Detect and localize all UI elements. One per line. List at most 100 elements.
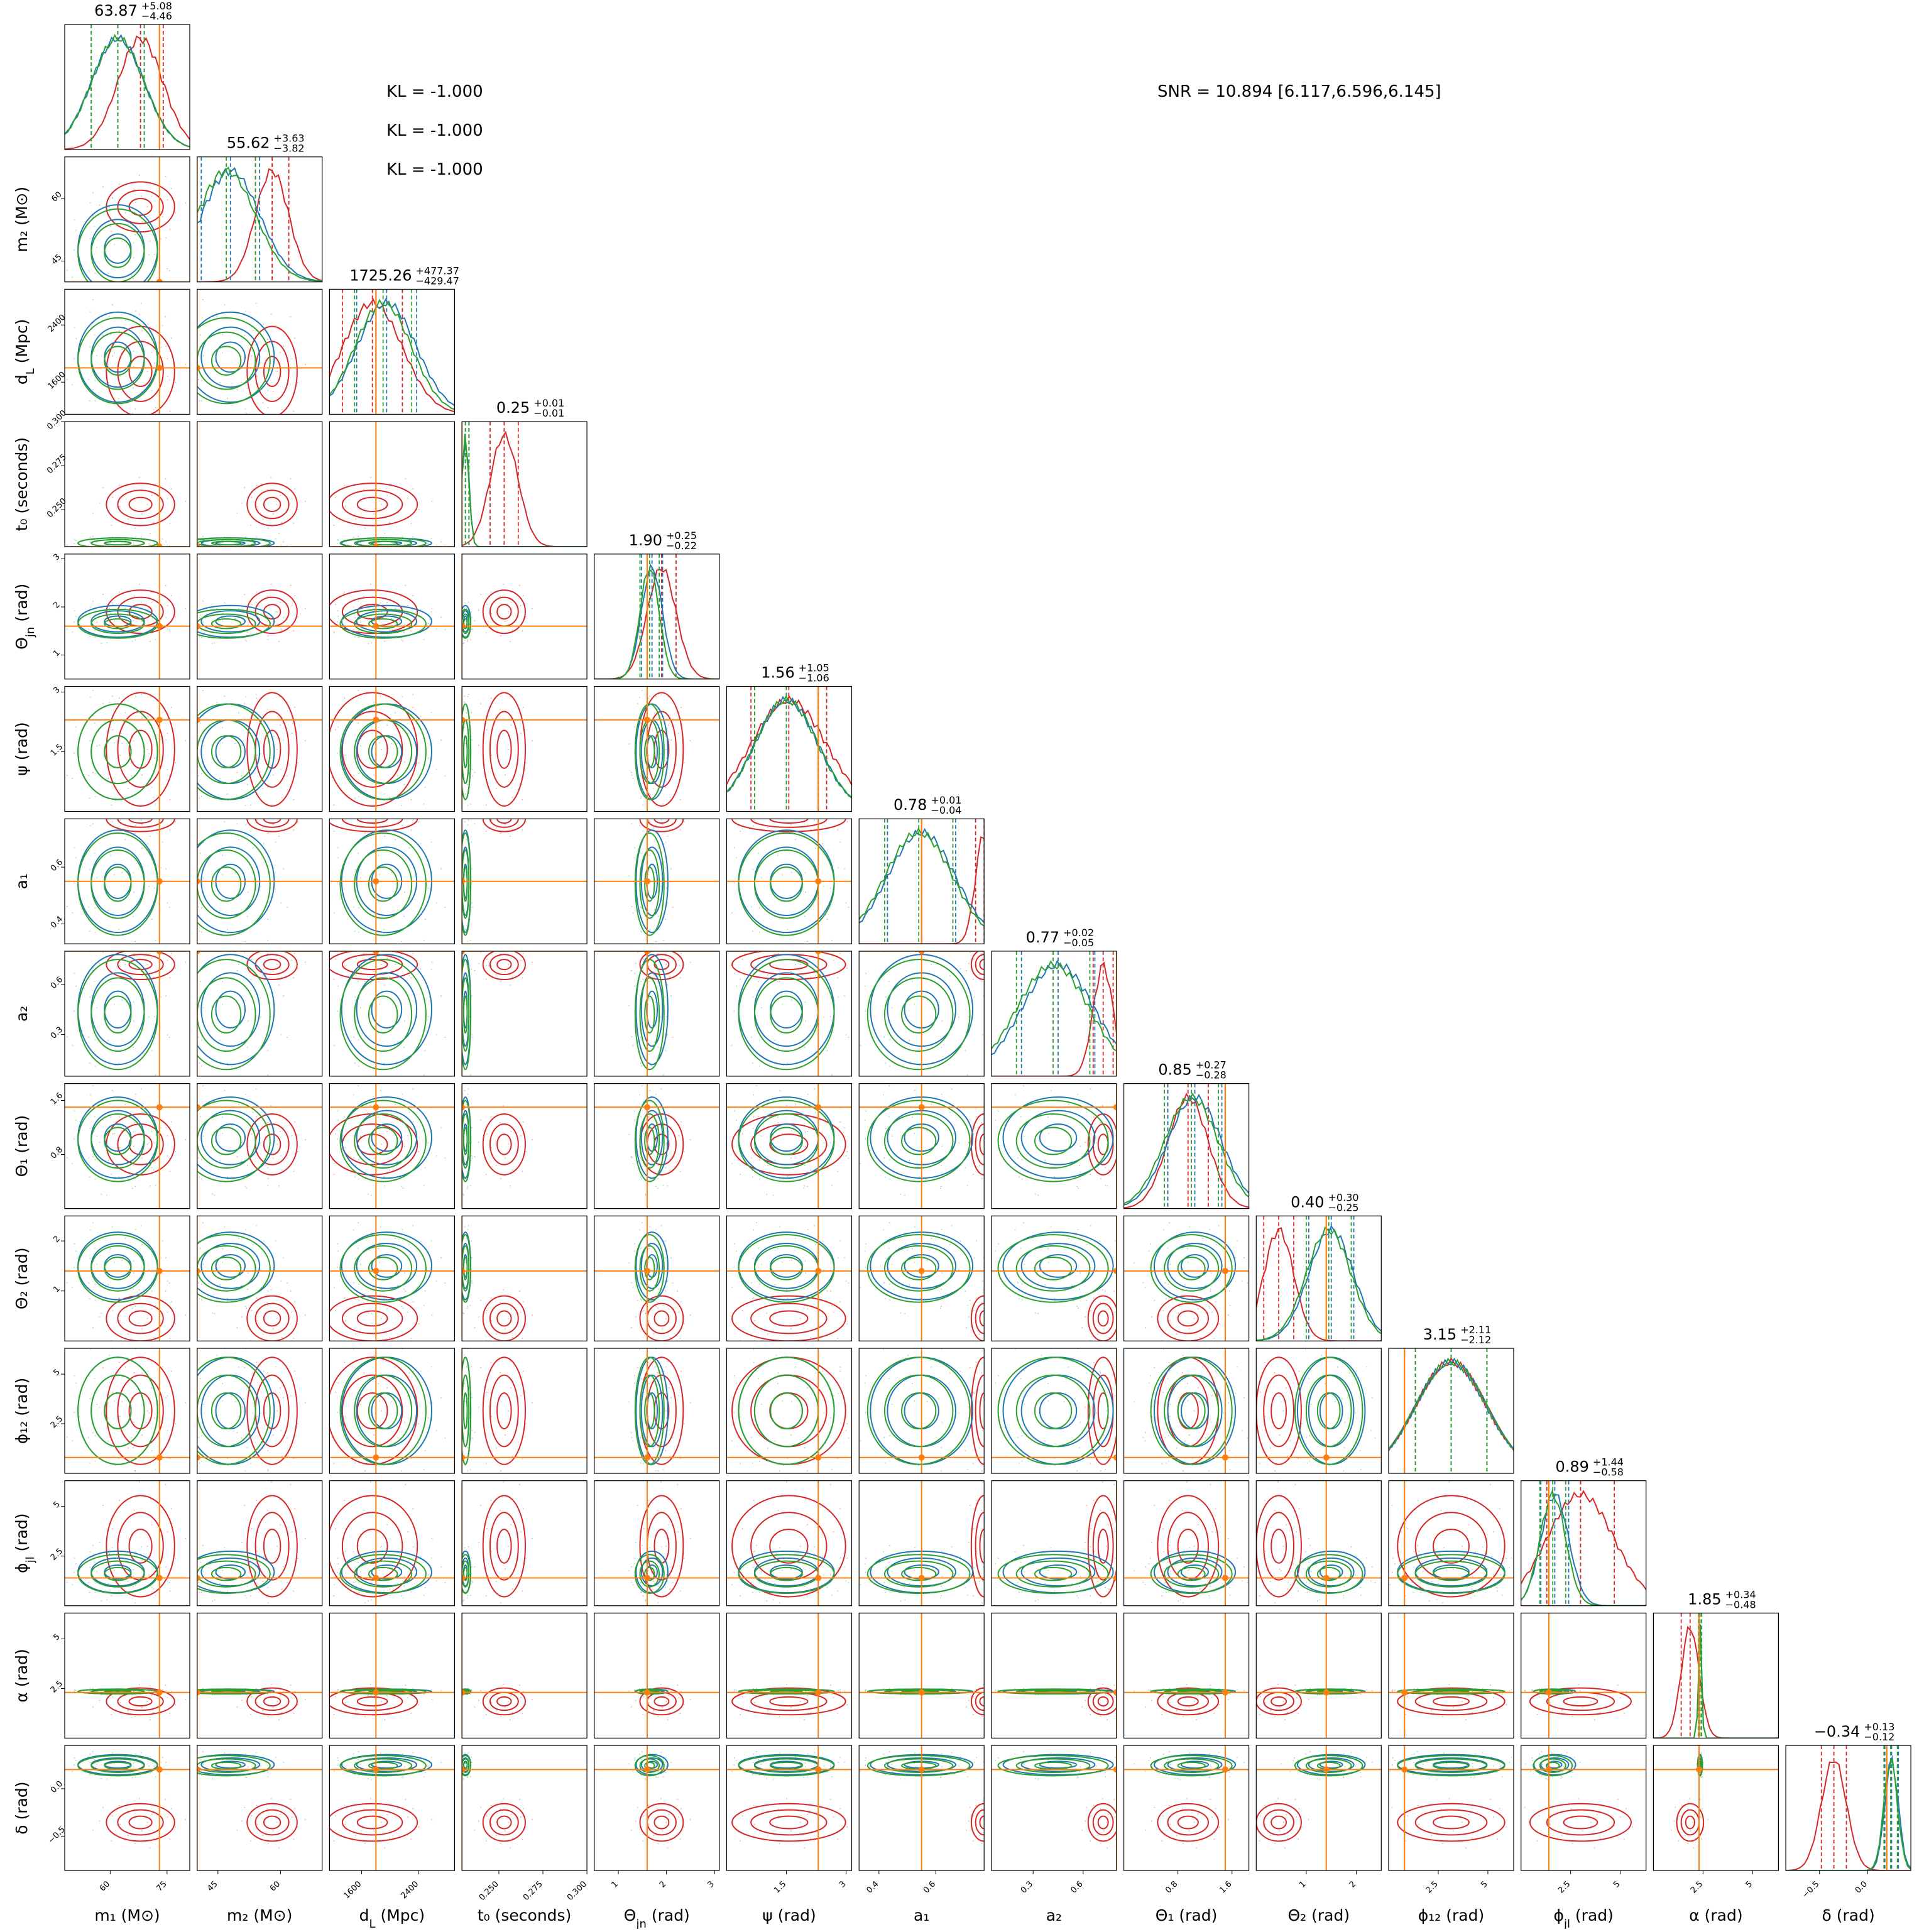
sample-point [1115,1311,1116,1313]
sample-point [683,1323,684,1324]
sample-point [294,595,295,596]
sample-point [634,1243,635,1245]
sample-point [865,1243,866,1245]
sample-point [124,608,126,609]
sample-point [202,601,204,602]
sample-point [95,400,96,401]
sample-point [418,762,419,763]
sample-point [237,389,238,390]
sample-point [101,1194,102,1195]
sample-point [256,819,257,821]
sample-point [690,962,691,963]
sample-point [141,1112,143,1113]
sample-point [148,254,150,255]
sample-point [74,1412,75,1413]
sample-point [384,985,385,986]
sample-point [119,183,120,185]
sample-point [655,1001,656,1003]
sample-point [1035,1194,1036,1195]
sample-point [251,496,253,498]
sample-point [280,1131,281,1132]
sample-point [109,1355,110,1356]
sample-point [119,1362,120,1363]
sample-point [147,1240,148,1242]
sample-point [804,1165,806,1166]
sample-point [655,941,657,942]
sample-point [805,1272,806,1274]
sample-point [371,1194,372,1196]
sample-point [134,1186,136,1187]
sample-point [731,1287,733,1288]
sample-point [846,1151,848,1152]
sample-point [838,996,839,998]
sample-point [283,617,284,618]
sample-point [467,1186,468,1187]
sample-point [243,1260,244,1262]
sample-point [889,1066,890,1067]
sample-point [358,630,359,631]
sample-point [345,1416,346,1417]
sample-point [89,797,90,799]
sample-point [114,1400,115,1402]
sample-point [1017,1157,1019,1159]
sample-point [167,1395,168,1396]
sample-point [273,867,275,868]
sample-point [464,696,466,697]
sample-point [471,628,473,630]
sample-point [96,1263,97,1265]
sample-point [373,824,374,825]
sample-point [114,1004,115,1005]
sample-point [133,188,134,190]
sample-point [424,940,425,941]
sample-point [634,986,635,987]
sample-point [412,595,413,596]
sample-point [648,1262,649,1263]
sample-point [141,613,143,614]
sample-point [250,633,251,634]
sample-point [358,1248,359,1249]
sample-point [431,712,432,713]
panel-title-err-down: −0.28 [1196,1069,1227,1081]
sample-point [471,902,473,903]
sample-point [491,613,492,614]
sample-point [1213,1338,1215,1339]
sample-point [263,1371,265,1372]
sample-point [466,712,467,713]
kl-note-3: KL = -1.000 [386,160,483,179]
sample-point [150,836,151,837]
sample-point [297,616,298,618]
sample-point [486,1463,487,1464]
sample-point [665,1257,666,1258]
sample-point [109,957,110,958]
sample-point [655,696,657,697]
sample-point [263,716,265,717]
sample-point [106,1313,107,1314]
sample-point [244,703,245,704]
sample-point [244,1367,245,1368]
sample-point [1090,1225,1091,1226]
sample-point [102,952,104,953]
sample-point [468,819,469,821]
sample-point [248,761,249,763]
kl-note-1: KL = -1.000 [386,82,483,101]
sample-point [297,1323,298,1324]
sample-point [278,641,280,642]
sample-point [293,630,294,631]
sample-point [141,303,142,304]
sample-point [280,724,281,726]
sample-point [280,1155,281,1157]
sample-point [964,1050,966,1051]
sample-point [468,1088,469,1089]
sample-point [791,1000,792,1001]
sample-point [354,1463,356,1464]
sample-point [631,1327,632,1328]
sample-point [94,539,95,540]
sample-point [805,872,806,873]
sample-point [276,749,278,750]
sample-point [245,1470,246,1471]
sample-point [408,1244,410,1245]
sample-point [373,775,374,776]
sample-point [148,1412,150,1414]
sample-point [344,1297,345,1299]
